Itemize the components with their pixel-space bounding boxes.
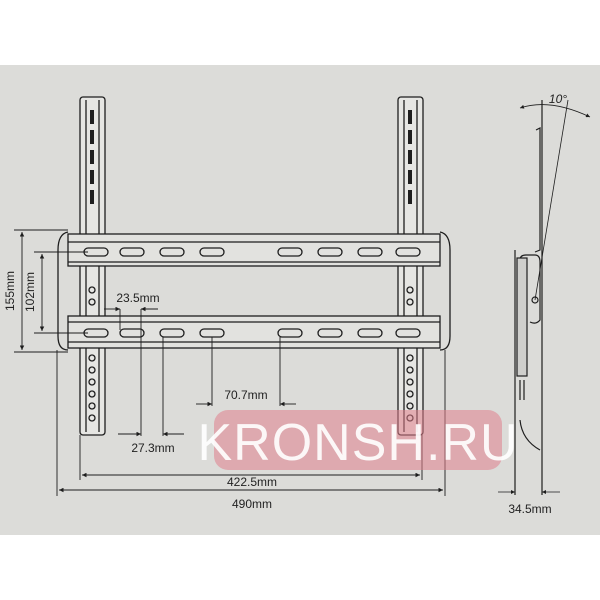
watermark-text: KRONSH.RU <box>197 414 518 472</box>
upright-holes <box>88 110 414 422</box>
side-view <box>498 99 591 495</box>
label-10-degrees: 10° <box>549 92 567 106</box>
bottom-rail <box>67 315 441 349</box>
label-102mm: 102mm <box>23 272 37 312</box>
label-34-5mm: 34.5mm <box>508 502 551 516</box>
label-490mm: 490mm <box>232 497 272 511</box>
watermark: KRONSH.RU <box>197 410 518 472</box>
label-70-7mm: 70.7mm <box>224 388 267 402</box>
label-27-3mm: 27.3mm <box>131 441 174 455</box>
top-rail <box>67 233 441 267</box>
label-422-5mm: 422.5mm <box>227 475 277 489</box>
right-end-bracket <box>439 231 451 351</box>
label-23-5mm: 23.5mm <box>116 291 159 305</box>
rail-slots <box>83 247 421 338</box>
left-end-bracket <box>57 231 69 351</box>
label-155mm: 155mm <box>3 271 17 311</box>
